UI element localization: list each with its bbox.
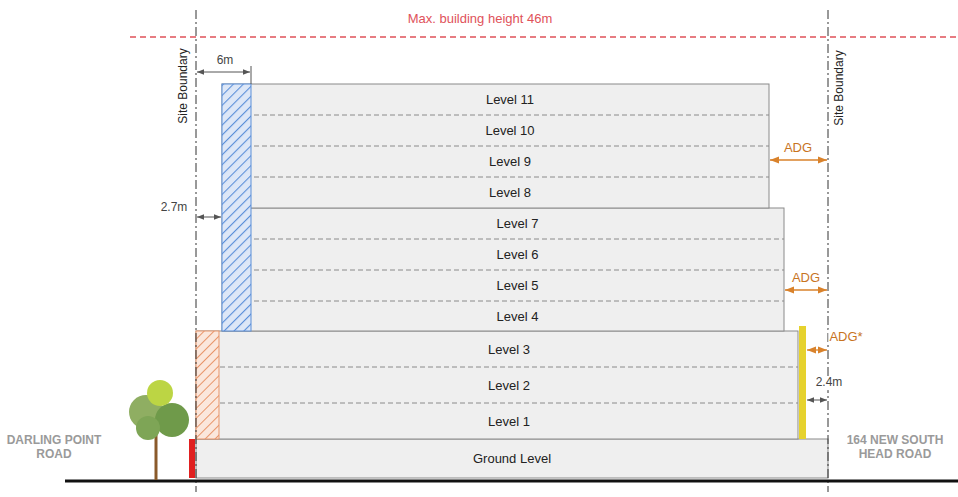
- setback-hatch: [196, 331, 219, 439]
- level-label: Level 10: [485, 123, 534, 138]
- level-label: Level 2: [488, 378, 530, 393]
- height-limit-label: Max. building height 46m: [407, 12, 554, 27]
- adg-label: ADG*: [828, 330, 863, 345]
- dimension-label: 2.7m: [160, 201, 189, 215]
- adg-arrow: [785, 289, 827, 290]
- dimension-label: 2.4m: [815, 376, 844, 390]
- level-label: Level 4: [497, 309, 539, 324]
- dimension-line: [197, 72, 250, 73]
- level-label: Ground Level: [473, 451, 551, 466]
- ground-line: [65, 480, 958, 483]
- floor-lines: [196, 115, 798, 403]
- site-boundary-line: [828, 10, 829, 492]
- level-label: Level 9: [489, 154, 531, 169]
- floor-level: Ground Level: [196, 439, 828, 478]
- floor-level: Level 10: [251, 115, 769, 146]
- floor-level: Level 3: [219, 331, 799, 367]
- floor-level: Level 8: [251, 177, 769, 208]
- boundary-label: Site Boundary: [177, 47, 191, 124]
- level-label: Level 11: [486, 92, 534, 107]
- building-mass: [196, 84, 828, 478]
- level-label: Level 6: [497, 247, 539, 262]
- height-limit-line: [130, 36, 958, 37]
- dimension-line: [197, 217, 221, 218]
- dimension-line: [807, 400, 827, 401]
- adg-label: ADG: [783, 141, 813, 156]
- level-label: Level 3: [488, 342, 530, 357]
- tree: [129, 380, 189, 480]
- floor-level: Level 1: [219, 403, 799, 439]
- floor-level: Level 9: [251, 146, 769, 177]
- floor-level: Level 11: [251, 84, 769, 115]
- level-label: Level 1: [488, 414, 530, 429]
- road-label: 164 NEW SOUTH HEAD ROAD: [836, 434, 954, 462]
- boundary-label: Site Boundary: [833, 49, 847, 126]
- floor-level: Level 4: [251, 301, 784, 331]
- floor-level: Level 7: [251, 208, 784, 239]
- extension-line: [251, 66, 252, 84]
- adg-label: ADG: [791, 271, 821, 286]
- floor-level: Level 5: [251, 270, 784, 301]
- boundary-wall: [799, 326, 806, 439]
- floor-level: Level 6: [251, 239, 784, 270]
- floor-level: Level 2: [219, 367, 799, 403]
- adg-arrow: [807, 349, 827, 350]
- boundary-wall: [189, 439, 195, 478]
- level-label: Level 7: [497, 216, 539, 231]
- level-label: Level 5: [497, 278, 539, 293]
- adg-arrow: [770, 159, 827, 160]
- level-label: Level 8: [489, 185, 531, 200]
- site-boundary-line: [196, 10, 197, 492]
- dimension-label: 6m: [216, 54, 235, 68]
- setback-hatch: [222, 84, 251, 331]
- road-label: DARLING POINT ROAD: [4, 434, 104, 462]
